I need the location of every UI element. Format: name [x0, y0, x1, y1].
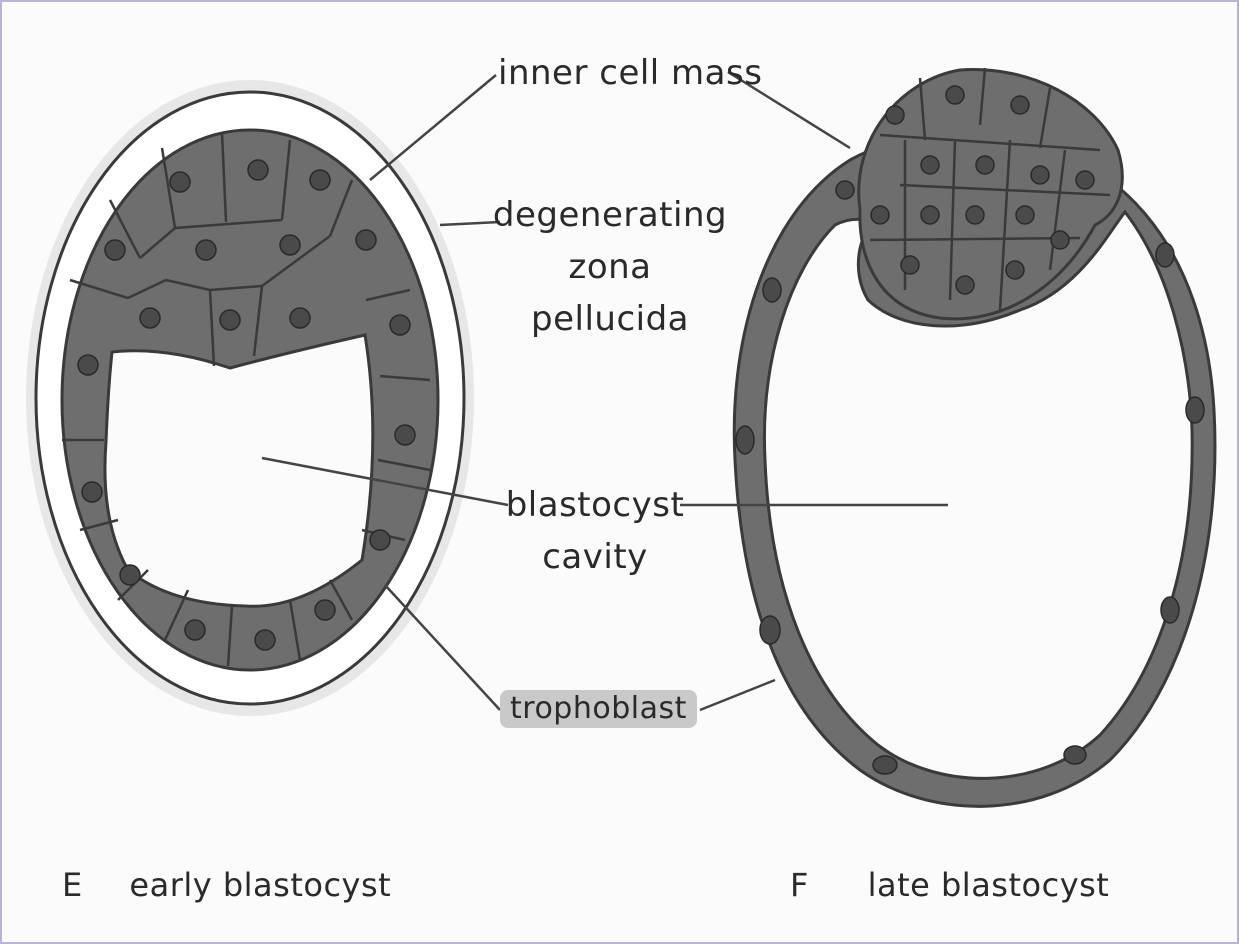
caption-f-letter: F: [790, 866, 809, 904]
label-blastocyst-cavity: blastocyst cavity: [505, 486, 685, 576]
label-inner-cell-mass: inner cell mass: [498, 54, 762, 92]
caption-e-letter: E: [62, 866, 83, 904]
early-blastocyst-figure: [26, 80, 474, 716]
caption-f-text: late blastocyst: [868, 866, 1110, 904]
label-pellucida: pellucida: [490, 300, 730, 338]
label-trophoblast: trophoblast: [500, 690, 697, 728]
caption-late-blastocyst: F late blastocyst: [790, 866, 1109, 904]
leader-inner-cell-mass-left: [370, 75, 496, 180]
label-degenerating-zona-pellucida: degenerating zona pellucida: [490, 196, 730, 338]
leader-trophoblast-right: [700, 680, 775, 710]
caption-early-blastocyst: E early blastocyst: [62, 866, 391, 904]
label-degenerating: degenerating: [490, 196, 730, 234]
late-blastocyst-figure: [734, 68, 1215, 806]
label-blastocyst: blastocyst: [505, 486, 685, 524]
leader-trophoblast-left: [385, 585, 500, 710]
caption-e-text: early blastocyst: [129, 866, 391, 904]
label-cavity: cavity: [505, 538, 685, 576]
label-zona: zona: [490, 248, 730, 286]
